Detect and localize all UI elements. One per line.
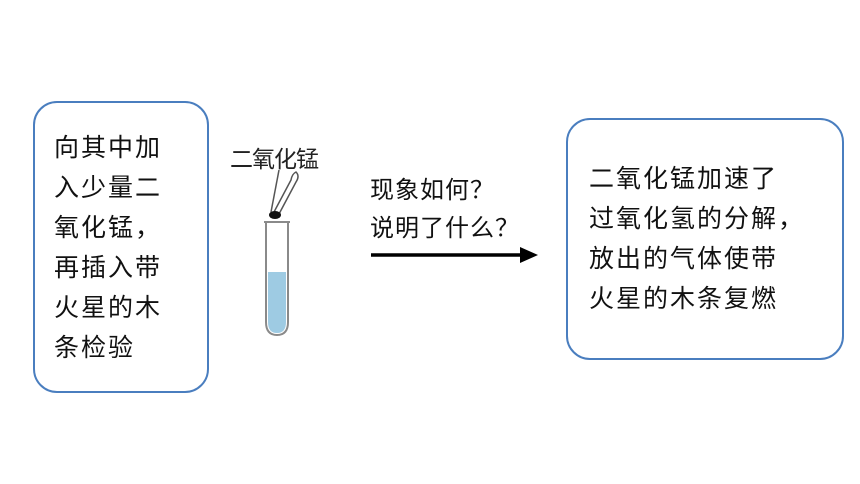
left-step-text: 向其中加 入少量二 氧化锰， 再插入带 火星的木 条检验 [54, 133, 163, 362]
tube-liquid [268, 272, 286, 333]
right-arrow-icon [371, 247, 538, 263]
label-leader-line [270, 169, 280, 213]
conclusion-box [566, 118, 844, 360]
splint-icon [269, 171, 299, 219]
tube-label: 二氧化锰 [230, 147, 319, 173]
test-tube-icon [264, 221, 290, 337]
question-text: 现象如何？ 说明了什么？ [370, 176, 520, 242]
conclusion-text: 二氧化锰加速了 过氧化氢的分解， 放出的气体使带 火星的木条复燃 [589, 164, 806, 313]
tube-outline [265, 222, 289, 337]
left-step-box [33, 101, 209, 393]
